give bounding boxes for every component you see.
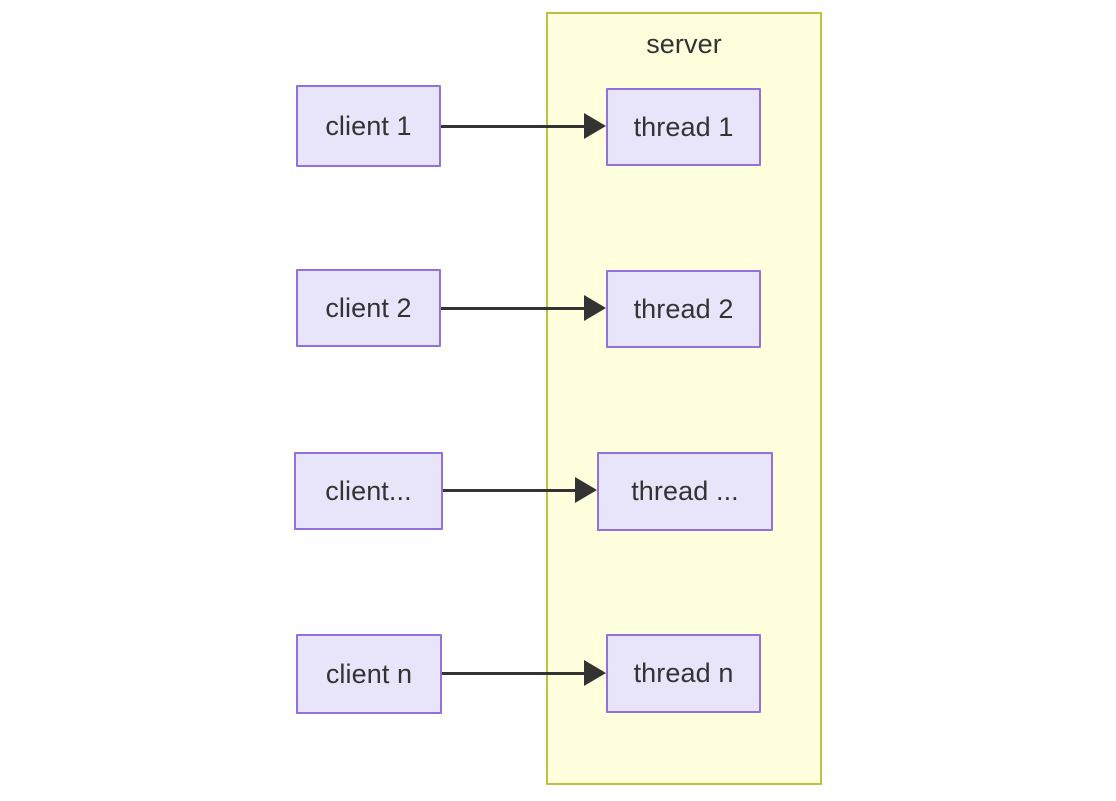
edge-client-2-to-thread-2-arrowhead [584, 295, 606, 321]
node-thread-1-label: thread 1 [633, 111, 734, 142]
edge-client-dots-to-thread-dots-line [443, 489, 576, 492]
node-client-dots[interactable]: client... [294, 452, 443, 530]
edge-client-1-to-thread-1-arrowhead [584, 113, 606, 139]
edge-client-dots-to-thread-dots-arrowhead [575, 477, 597, 503]
node-client-1[interactable]: client 1 [296, 85, 441, 167]
node-client-n[interactable]: client n [296, 634, 442, 714]
edge-client-n-to-thread-n-line [442, 672, 587, 675]
node-client-n-label: client n [325, 658, 413, 689]
node-thread-2-label: thread 2 [633, 293, 734, 324]
node-thread-n-label: thread n [633, 658, 734, 689]
node-thread-n[interactable]: thread n [606, 634, 761, 713]
edge-client-1-to-thread-1-line [441, 125, 587, 128]
edge-client-2-to-thread-2-line [441, 307, 587, 310]
node-thread-dots-label: thread ... [631, 476, 739, 507]
node-client-dots-label: client... [325, 475, 412, 506]
node-client-2[interactable]: client 2 [296, 269, 441, 347]
node-client-2-label: client 2 [325, 292, 412, 323]
edge-client-n-to-thread-n-arrowhead [584, 660, 606, 686]
node-client-1-label: client 1 [325, 110, 412, 141]
node-thread-2[interactable]: thread 2 [606, 270, 761, 348]
node-thread-1[interactable]: thread 1 [606, 88, 761, 166]
node-thread-dots[interactable]: thread ... [597, 452, 773, 531]
server-group-label: server [646, 29, 722, 59]
